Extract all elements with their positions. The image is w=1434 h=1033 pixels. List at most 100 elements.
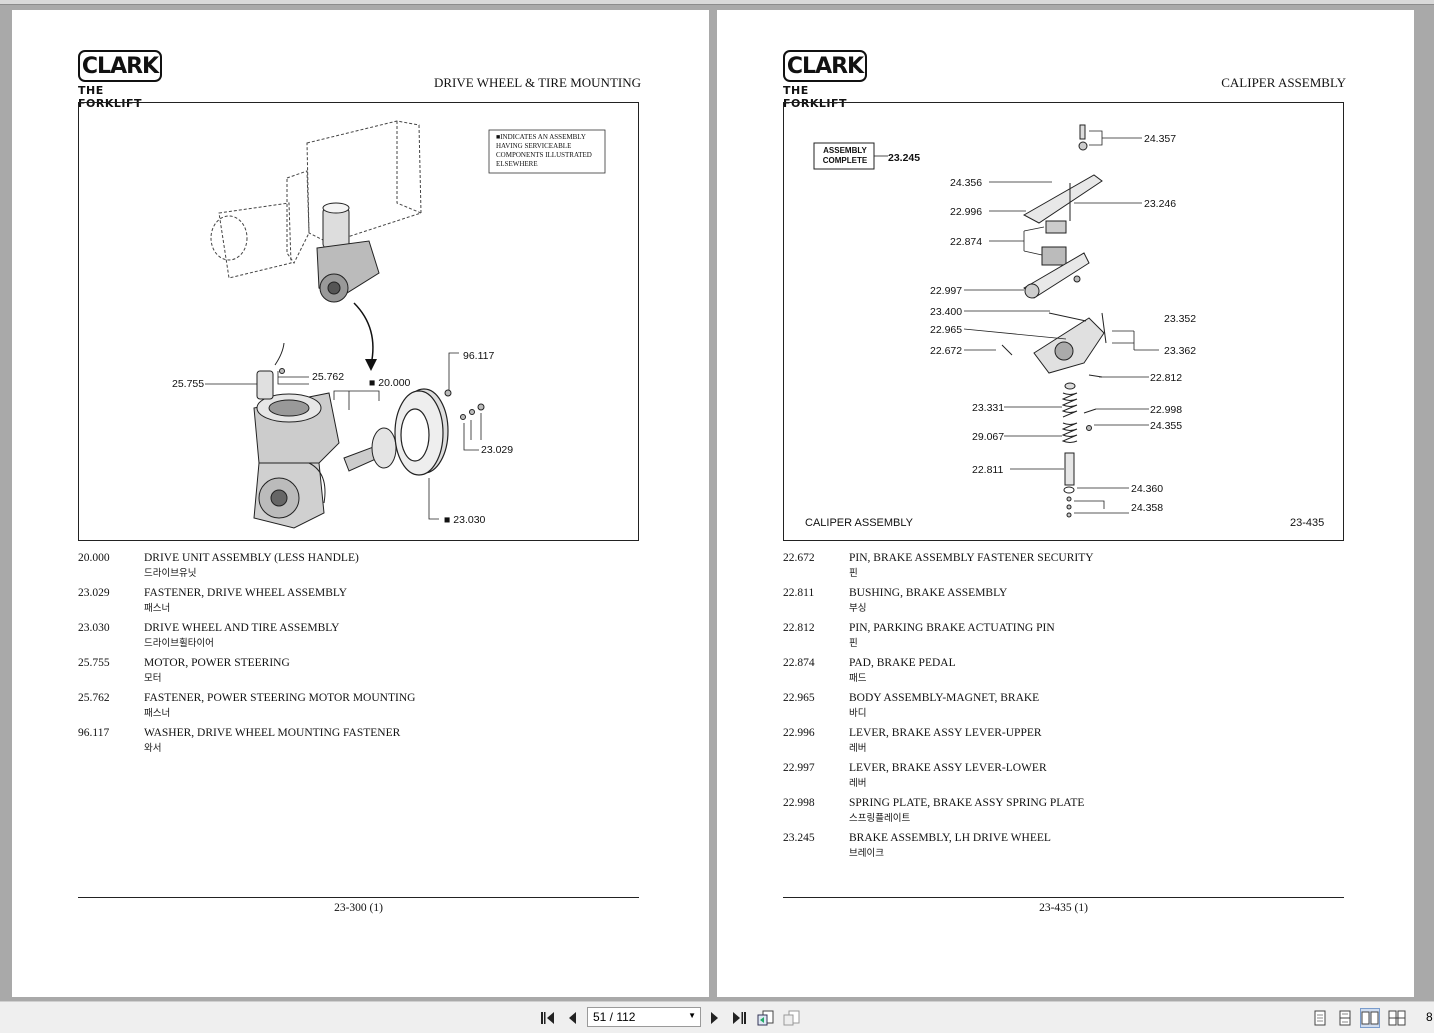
part-korean-name: 드라이브휠타이어 [144, 638, 214, 649]
go-back-icon [757, 1010, 774, 1026]
callout-22996: 22.996 [950, 206, 982, 218]
part-description: BUSHING, BRAKE ASSEMBLY [849, 587, 1008, 599]
continuous-facing-view-button[interactable] [1387, 1008, 1407, 1028]
go-back-button[interactable] [756, 1008, 776, 1028]
callout-leaders [963, 130, 1159, 514]
facing-pages-icon [1361, 1011, 1379, 1025]
part-korean-name: 스프링플레이트 [849, 813, 911, 824]
footer-divider [78, 897, 639, 898]
list-item: 23.030 DRIVE WHEEL AND TIRE ASSEMBLY 드라이… [78, 622, 638, 657]
callout-24356: 24.356 [950, 177, 982, 189]
drive-unit-assembly [253, 392, 340, 529]
assembly-complete-label: ASSEMBLY COMPLETE [822, 146, 868, 165]
list-item: 22.998 SPRING PLATE, BRAKE ASSY SPRING P… [783, 797, 1343, 832]
logo-tagline: THE FORKLIFT [783, 84, 847, 110]
callout-23029: 23.029 [481, 444, 513, 456]
steering-motor [256, 342, 285, 400]
assembly-complete-box [813, 142, 875, 170]
list-item: 23.245 BRAKE ASSEMBLY, LH DRIVE WHEEL 브레… [783, 832, 1343, 867]
callout-22672: 22.672 [930, 345, 962, 357]
callout-22998: 22.998 [1150, 404, 1182, 416]
callout-23352: 23.352 [1164, 313, 1196, 325]
part-korean-name: 레버 [849, 778, 867, 789]
list-item: 23.029 FASTENER, DRIVE WHEEL ASSEMBLY 패스… [78, 587, 638, 622]
callout-23245: 23.245 [888, 152, 920, 164]
logo-wordmark: CLARK [783, 50, 867, 82]
list-item: 25.755 MOTOR, POWER STEERING 모터 [78, 657, 638, 692]
callout-24355: 24.355 [1150, 420, 1182, 432]
part-description: MOTOR, POWER STEERING [144, 657, 290, 669]
page-number-select[interactable]: 51 / 112 ▼ [587, 1007, 701, 1027]
wheel-shaft-hub [343, 427, 397, 472]
exploded-diagram-caliper: 23.245 24.357 24.356 23.246 22.996 22.87… [783, 102, 1344, 541]
list-item: 22.812 PIN, PARKING BRAKE ACTUATING PIN … [783, 622, 1343, 657]
next-page-icon [711, 1012, 718, 1024]
part-description: WASHER, DRIVE WHEEL MOUNTING FASTENER [144, 727, 401, 739]
part-korean-name: 드라이브유닛 [144, 568, 197, 579]
single-page-icon [1314, 1010, 1326, 1026]
part-description: PAD, BRAKE PEDAL [849, 657, 956, 669]
zoom-level-partial[interactable]: 8 [1426, 1010, 1433, 1024]
previous-page-button[interactable] [562, 1008, 582, 1028]
caliper-parts-stack [1001, 124, 1107, 518]
assembly-arrow [353, 302, 374, 366]
part-description: BRAKE ASSEMBLY, LH DRIVE WHEEL [849, 832, 1051, 844]
callout-24358: 24.358 [1131, 502, 1163, 514]
part-korean-name: 모터 [144, 673, 162, 684]
continuous-view-button[interactable] [1335, 1008, 1355, 1028]
part-korean-name: 레버 [849, 743, 867, 754]
page-footer-number: 23-300 (1) [334, 902, 383, 914]
part-number: 22.812 [783, 622, 815, 634]
document-page-right: CLARK THE FORKLIFT CALIPER ASSEMBLY [717, 10, 1414, 997]
part-number: 20.000 [78, 552, 110, 564]
part-description: DRIVE UNIT ASSEMBLY (LESS HANDLE) [144, 552, 359, 564]
mounted-drive-unit [316, 202, 380, 303]
first-page-button[interactable] [537, 1008, 557, 1028]
part-description: PIN, BRAKE ASSEMBLY FASTENER SECURITY [849, 552, 1094, 564]
part-description: SPRING PLATE, BRAKE ASSY SPRING PLATE [849, 797, 1085, 809]
page-number-value: 51 / 112 [593, 1010, 636, 1024]
caliper-illustration: 23.245 24.357 24.356 23.246 22.996 22.87… [805, 124, 1324, 529]
part-korean-name: 패스너 [144, 603, 171, 614]
list-item: 22.672 PIN, BRAKE ASSEMBLY FASTENER SECU… [783, 552, 1343, 587]
viewer-toolbar: 51 / 112 ▼ 8 [0, 1001, 1434, 1033]
part-number: 22.965 [783, 692, 815, 704]
callout-29067: 29.067 [972, 431, 1004, 443]
part-korean-name: 브레이크 [849, 848, 884, 859]
last-page-icon [733, 1012, 746, 1024]
part-korean-name: 패드 [849, 673, 867, 684]
last-page-button[interactable] [730, 1008, 750, 1028]
callout-22997: 22.997 [930, 285, 962, 297]
document-page-left: CLARK THE FORKLIFT DRIVE WHEEL & TIRE MO… [12, 10, 709, 997]
callout-20000: ■ 20.000 [369, 377, 411, 389]
part-description: BODY ASSEMBLY-MAGNET, BRAKE [849, 692, 1040, 704]
callout-23362: 23.362 [1164, 345, 1196, 357]
first-page-icon [541, 1012, 554, 1024]
page-title: DRIVE WHEEL & TIRE MOUNTING [433, 75, 641, 90]
part-korean-name: 핀 [849, 638, 858, 649]
legend-note: ■INDICATES AN ASSEMBLY HAVING SERVICEABL… [496, 133, 592, 168]
figure-caption: CALIPER ASSEMBLY [805, 517, 914, 529]
part-number: 25.755 [78, 657, 110, 669]
part-number: 23.029 [78, 587, 110, 599]
wheel-fasteners [279, 368, 485, 420]
part-number: 22.672 [783, 552, 815, 564]
part-number: 22.811 [783, 587, 815, 599]
list-item: 22.965 BODY ASSEMBLY-MAGNET, BRAKE 바디 [783, 692, 1343, 727]
facing-pages-view-button[interactable] [1360, 1008, 1380, 1028]
callout-24360: 24.360 [1131, 483, 1163, 495]
single-page-view-button[interactable] [1310, 1008, 1330, 1028]
callout-22811: 22.811 [972, 464, 1003, 476]
exploded-diagram-drive-wheel: 25.755 25.762 ■ 20.000 96.117 23.029 ■ 2… [78, 102, 639, 541]
part-number: 25.762 [78, 692, 110, 704]
go-forward-button[interactable] [782, 1008, 802, 1028]
part-number: 22.874 [783, 657, 815, 669]
window-top-border [0, 0, 1434, 5]
part-number: 22.997 [783, 762, 815, 774]
next-page-button[interactable] [705, 1008, 725, 1028]
part-korean-name: 바디 [849, 708, 867, 719]
list-item: 22.997 LEVER, BRAKE ASSY LEVER-LOWER 레버 [783, 762, 1343, 797]
part-number: 22.998 [783, 797, 815, 809]
callout-96117: 96.117 [463, 350, 494, 362]
callout-22812: 22.812 [1150, 372, 1182, 384]
